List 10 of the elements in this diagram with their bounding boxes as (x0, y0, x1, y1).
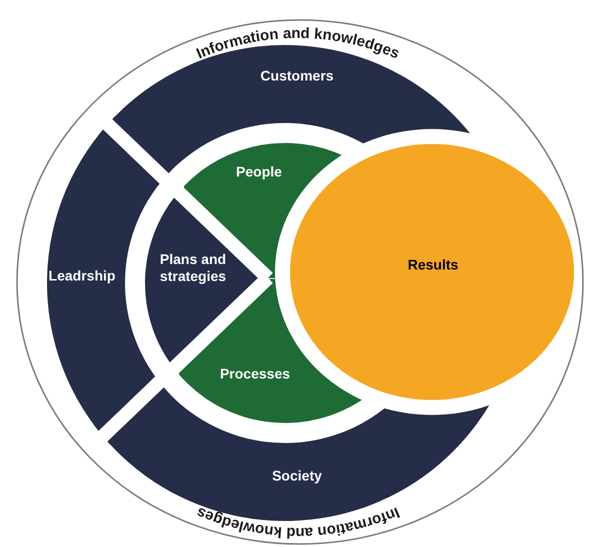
segment-label: Leadrship (48, 268, 116, 284)
segment-label: Society (271, 468, 323, 484)
inner-segment (145, 198, 258, 363)
segment-label: Plans and strategies (158, 251, 228, 285)
results-circle (290, 144, 574, 400)
segment-label: Customers (259, 68, 335, 84)
outer-circle (15, 19, 585, 545)
segment-label: Results (406, 256, 460, 274)
segment-label: Processes (218, 366, 292, 382)
segment-label: People (235, 164, 283, 180)
